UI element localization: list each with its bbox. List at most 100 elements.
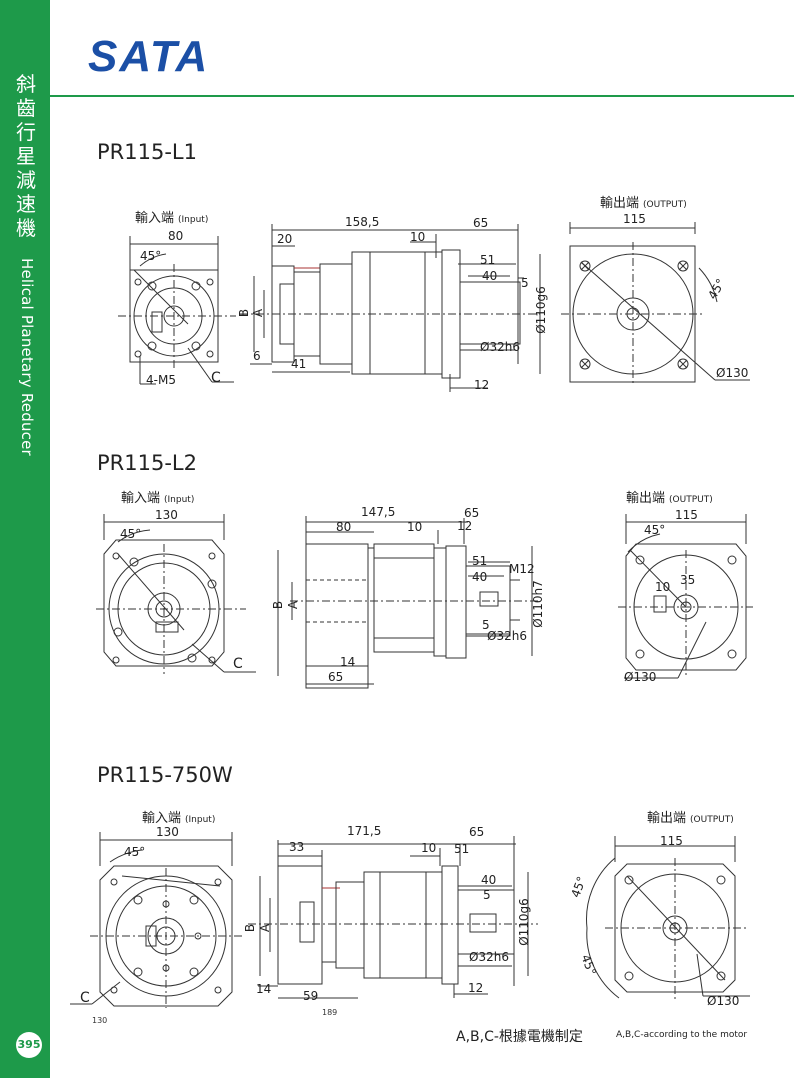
dim-b: B bbox=[243, 923, 258, 933]
input-label: 輸入端(Input) bbox=[121, 487, 194, 506]
model-title: PR115-L1 bbox=[97, 140, 197, 164]
dim-65: 65 bbox=[464, 506, 480, 520]
brand-logo: SATA bbox=[88, 32, 210, 81]
dim-40: 40 bbox=[482, 269, 498, 283]
dim-angle: 45° bbox=[124, 845, 146, 859]
dim-10: 10 bbox=[410, 230, 426, 244]
footer-note-en: A,B,C-according to the motor bbox=[616, 1030, 748, 1040]
dim-out-35: 35 bbox=[680, 573, 696, 587]
page-number: 395 bbox=[16, 1032, 42, 1058]
dim-m12: M12 bbox=[509, 562, 535, 576]
dim-bottom-130: 130 bbox=[92, 1016, 108, 1025]
dim-189: 189 bbox=[322, 1008, 338, 1017]
header-rule bbox=[50, 95, 794, 97]
dim-in-width: 130 bbox=[156, 825, 179, 839]
dim-pcd: Ø130 bbox=[624, 670, 657, 684]
dim-total: 158,5 bbox=[345, 215, 380, 229]
dim-40: 40 bbox=[481, 873, 497, 887]
dim-c: C bbox=[233, 656, 243, 672]
input-label-en: (Input) bbox=[185, 815, 216, 825]
dim-pcd: Ø130 bbox=[707, 994, 740, 1008]
dim-65b: 65 bbox=[328, 670, 344, 684]
model-title: PR115-L2 bbox=[97, 451, 197, 475]
dim-a: A bbox=[258, 923, 273, 933]
side-view bbox=[270, 516, 560, 688]
dim-5: 5 bbox=[482, 618, 490, 632]
dim-b: B bbox=[271, 600, 286, 610]
footer-note: A,B,C-根據電機制定 bbox=[456, 1029, 583, 1045]
dim-10: 10 bbox=[407, 520, 423, 534]
output-flange-view bbox=[618, 514, 753, 684]
dim-shaft: Ø32h6 bbox=[480, 340, 520, 354]
input-flange-view bbox=[118, 236, 238, 386]
dim-33: 33 bbox=[289, 840, 305, 854]
dim-40: 40 bbox=[472, 570, 488, 584]
dim-pcd: Ø130 bbox=[716, 366, 749, 380]
output-label-text: 輸出端 bbox=[600, 196, 640, 211]
sidebar-title-en: Helical Planetary Reducer bbox=[18, 258, 36, 456]
dim-b: B bbox=[237, 308, 252, 318]
dim-51: 51 bbox=[472, 554, 488, 568]
dim-out-angle: 45° bbox=[644, 523, 666, 537]
dim-out-10: 10 bbox=[655, 580, 671, 594]
dim-80: 80 bbox=[336, 520, 352, 534]
dim-pilot: Ø110g6 bbox=[533, 286, 548, 334]
side-view bbox=[248, 836, 548, 1008]
dim-a: A bbox=[251, 308, 266, 318]
dim-51: 51 bbox=[480, 253, 496, 267]
dim-angle: 45° bbox=[120, 527, 142, 541]
dim-c: C bbox=[211, 370, 221, 386]
input-label-en: (Input) bbox=[178, 215, 209, 225]
dim-6: 6 bbox=[253, 349, 261, 363]
dim-total: 171,5 bbox=[347, 824, 382, 838]
dim-65: 65 bbox=[469, 825, 485, 839]
dim-out-width: 115 bbox=[675, 508, 698, 522]
output-label-text: 輸出端 bbox=[626, 491, 666, 506]
dim-in-width: 130 bbox=[155, 508, 178, 522]
output-flange-view bbox=[565, 222, 750, 387]
dim-a: A bbox=[286, 600, 301, 610]
sidebar-title-cjk: 斜 齒 行 星 減 速 機 bbox=[16, 72, 36, 240]
dim-shaft: Ø32h6 bbox=[469, 950, 509, 964]
output-label: 輸出端(OUTPUT) bbox=[626, 487, 713, 506]
dim-41: 41 bbox=[291, 357, 307, 371]
dim-in-width: 80 bbox=[168, 229, 184, 243]
output-label-text: 輸出端 bbox=[647, 811, 687, 826]
dim-5: 5 bbox=[483, 888, 491, 902]
input-label: 輸入端(Input) bbox=[135, 207, 208, 226]
output-label-en: (OUTPUT) bbox=[669, 495, 713, 505]
dim-12: 12 bbox=[474, 378, 490, 392]
dim-12: 12 bbox=[468, 981, 484, 995]
side-view bbox=[240, 224, 560, 394]
output-label-en: (OUTPUT) bbox=[643, 200, 687, 210]
dim-total: 147,5 bbox=[361, 505, 396, 519]
input-flange-view bbox=[70, 832, 245, 1012]
dim-out-width: 115 bbox=[660, 834, 683, 848]
dim-out-width: 115 bbox=[623, 212, 646, 226]
model-title: PR115-750W bbox=[97, 763, 233, 787]
dim-5: 5 bbox=[521, 276, 529, 290]
dim-14: 14 bbox=[340, 655, 356, 669]
dim-pilot: Ø110g6 bbox=[516, 898, 531, 946]
input-label-text: 輸入端 bbox=[142, 811, 182, 826]
dim-angle: 45° bbox=[140, 249, 162, 263]
output-label-en: (OUTPUT) bbox=[690, 815, 734, 825]
sidebar: 斜 齒 行 星 減 速 機 Helical Planetary Reducer … bbox=[0, 0, 50, 1078]
dim-bolts: 4-M5 bbox=[146, 373, 176, 387]
dim-20: 20 bbox=[277, 232, 293, 246]
input-label-en: (Input) bbox=[164, 495, 195, 505]
dim-65: 65 bbox=[473, 216, 489, 230]
input-label-text: 輸入端 bbox=[135, 211, 175, 226]
output-label: 輸出端(OUTPUT) bbox=[600, 192, 687, 211]
input-label-text: 輸入端 bbox=[121, 491, 161, 506]
dim-10: 10 bbox=[421, 841, 437, 855]
dim-14: 14 bbox=[256, 982, 272, 996]
dim-pilot: Ø110h7 bbox=[530, 580, 545, 628]
output-flange-view bbox=[575, 836, 755, 1011]
output-label: 輸出端(OUTPUT) bbox=[647, 807, 734, 826]
dim-shaft: Ø32h6 bbox=[487, 629, 527, 643]
input-label: 輸入端(Input) bbox=[142, 807, 215, 826]
dim-12: 12 bbox=[457, 519, 473, 533]
input-flange-view bbox=[96, 514, 256, 679]
dim-c: C bbox=[80, 990, 90, 1006]
